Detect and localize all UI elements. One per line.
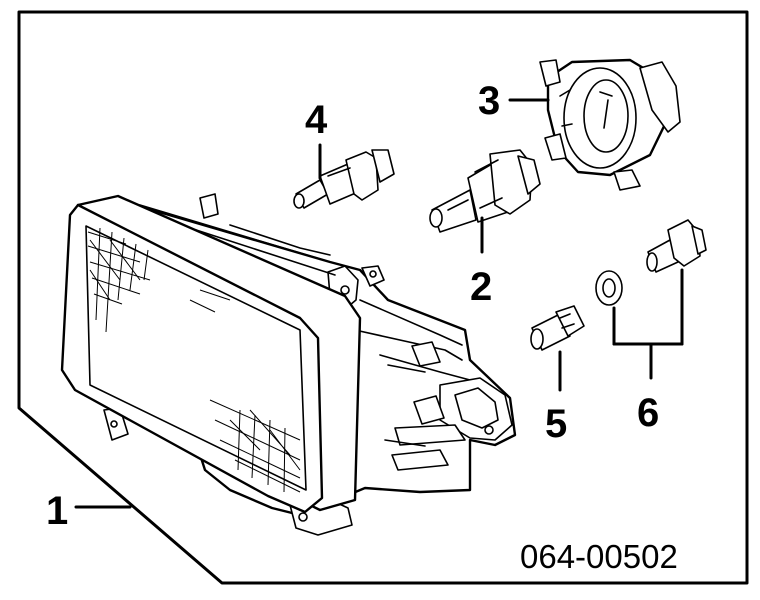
callout-1: 1 xyxy=(46,489,68,533)
callout-3: 3 xyxy=(478,79,500,123)
callout-2: 2 xyxy=(470,265,492,309)
bulb-2 xyxy=(429,149,541,233)
headlamp-assembly xyxy=(60,193,517,536)
callout-5: 5 xyxy=(545,402,567,446)
bulb-6 xyxy=(595,219,707,306)
bulb-4 xyxy=(293,149,395,209)
lens-grid xyxy=(87,227,301,493)
diagram-frame xyxy=(17,10,749,585)
socket-3 xyxy=(539,58,681,191)
callout-4: 4 xyxy=(305,98,328,142)
part-number: 064-00502 xyxy=(520,538,678,575)
bulb-5 xyxy=(530,305,585,351)
leader-lines xyxy=(74,98,684,509)
callout-6: 6 xyxy=(637,391,659,435)
